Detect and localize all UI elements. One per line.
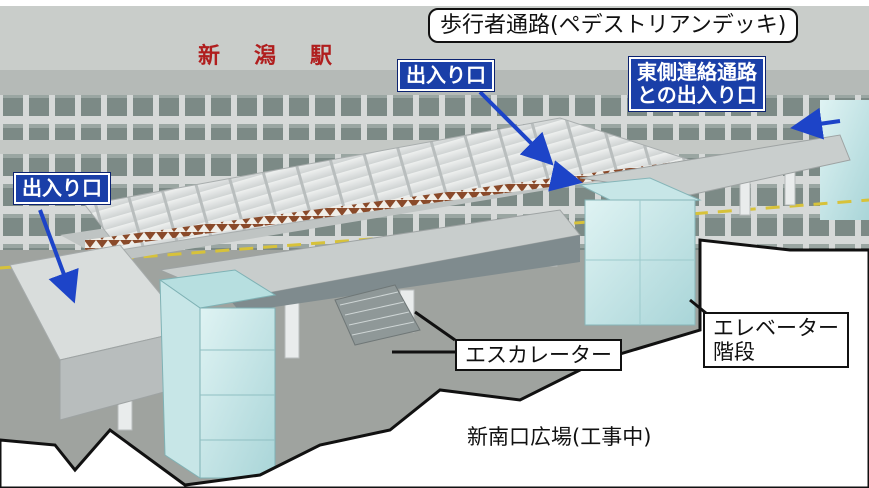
elevator-label-line1: エレベーター (713, 316, 839, 340)
title-label: 歩行者通路(ペデストリアンデッキ) (428, 8, 799, 44)
arrow-east-passage (790, 107, 841, 140)
entrance-label-left: 出入り口 (14, 173, 110, 204)
escalator-leader-2 (414, 310, 456, 342)
station-sign-char: 新 (198, 43, 221, 69)
top-margin (0, 0, 869, 6)
station-sign: 新 潟 駅 (198, 38, 332, 70)
pointer-arrows (38, 90, 841, 304)
arrow-entrance-top (478, 90, 554, 166)
station-sign-char: 潟 (254, 43, 277, 69)
arrow-entrance-top-2 (548, 160, 583, 192)
escalator-structure (334, 284, 421, 346)
canopy-trim (85, 160, 690, 250)
east-passage-label-line1: 東側連絡通路 (637, 60, 757, 84)
east-passage-label-line2: との出入り口 (637, 83, 757, 107)
station-sign-char: 駅 (310, 43, 333, 69)
cutaway-ground-mask (0, 238, 869, 488)
arrow-entrance-left (38, 209, 79, 304)
escalator-label: エスカレーター (455, 339, 622, 372)
plaza-label: 新南口広場(工事中) (467, 425, 652, 449)
escalator-steps (339, 291, 415, 336)
entrance-label-top: 出入り口 (398, 60, 494, 91)
main-deck-glass-rail (230, 235, 580, 312)
east-passage-entrance-label: 東側連絡通路 との出入り口 (629, 57, 765, 111)
elevator-label-line2: 階段 (713, 340, 755, 365)
east-elevator-tower (578, 177, 702, 326)
west-elevator-tower (158, 269, 277, 479)
elevator-stairs-label: エレベーター 階段 (703, 312, 849, 369)
